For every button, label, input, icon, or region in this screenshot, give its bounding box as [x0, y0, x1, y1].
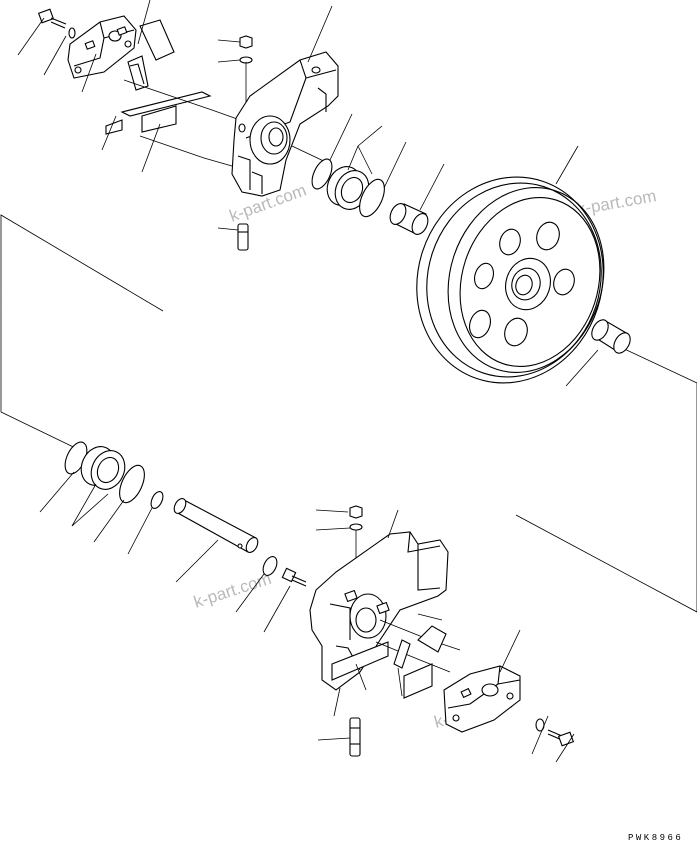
idler-shaft	[173, 498, 259, 553]
top-bushing	[389, 203, 429, 235]
bottom-nut-washer	[349, 523, 363, 531]
frame-line-left	[0, 214, 164, 457]
right-bushing	[591, 319, 631, 354]
top-bolt	[37, 8, 67, 29]
bottom-axis-line-2	[375, 641, 451, 673]
bottom-assembly	[309, 505, 575, 757]
bottom-floating-seal	[80, 446, 126, 490]
top-floating-seal	[326, 166, 370, 210]
bottom-bolt	[547, 729, 575, 747]
top-nut	[239, 35, 253, 49]
shaft-end-bolt	[281, 567, 307, 587]
leader-lines	[17, 0, 599, 763]
bottom-bracket-plate	[443, 665, 521, 733]
frame-lines	[0, 214, 697, 613]
bottom-o-ring-2	[119, 464, 145, 504]
bottom-support-housing	[309, 531, 449, 691]
top-bracket-plate	[67, 15, 137, 79]
top-axis-line	[123, 79, 241, 121]
bottom-shims	[393, 625, 447, 699]
top-washer	[68, 27, 76, 39]
top-o-ring-2	[359, 178, 385, 218]
bottom-pin	[349, 717, 361, 757]
watermark-bottom-left: k-part.com	[191, 569, 273, 612]
top-axis-line-2	[139, 135, 233, 167]
top-o-ring-1	[311, 158, 333, 190]
bottom-nut	[349, 505, 363, 519]
top-assembly	[37, 8, 631, 384]
drawing-code: PWK8966	[628, 833, 683, 843]
shaft-assembly	[64, 441, 307, 587]
frame-line-right	[515, 344, 697, 613]
top-support-housing	[231, 51, 339, 197]
bottom-axis-line	[379, 619, 461, 651]
shaft-end-o-ring	[262, 556, 278, 576]
small-o-ring	[150, 491, 164, 509]
top-pin	[237, 223, 249, 251]
idler-wheel	[416, 176, 605, 384]
top-shims	[105, 19, 212, 135]
